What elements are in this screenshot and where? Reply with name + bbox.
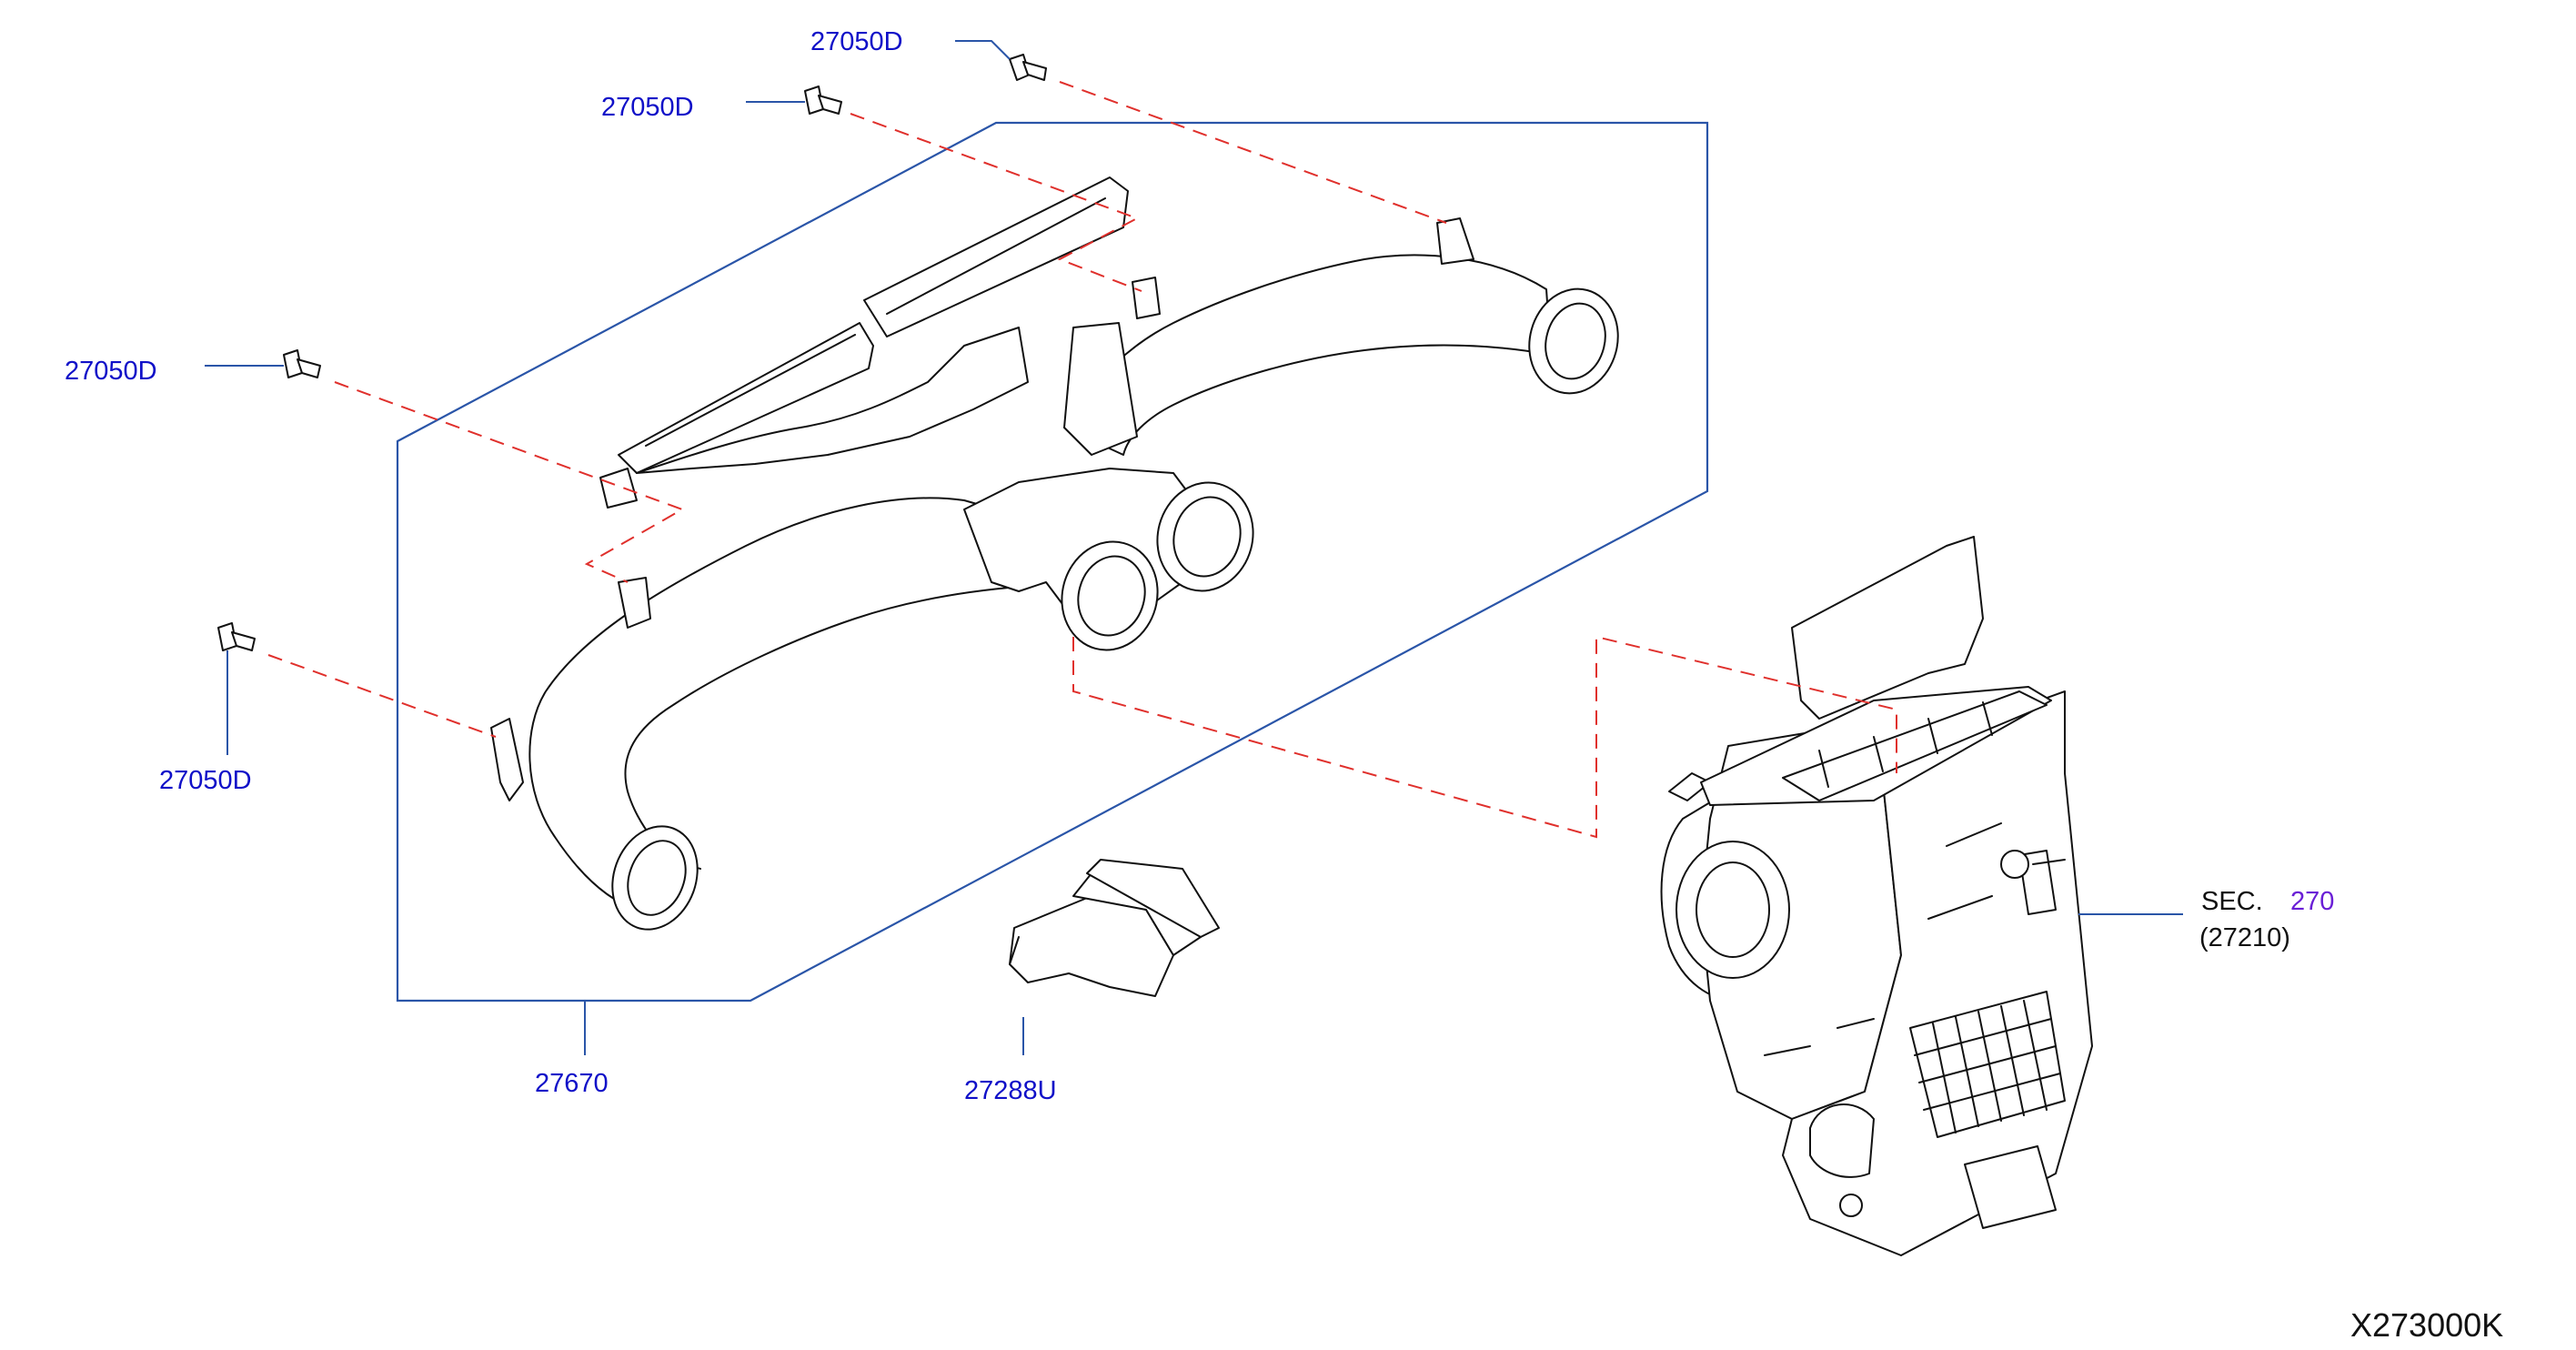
diagram-id: X273000K bbox=[2350, 1306, 2503, 1344]
phantom-line-heater-unit bbox=[1072, 635, 1897, 839]
phantom-line-screw-upper-left bbox=[850, 113, 1142, 292]
screw-top bbox=[1009, 54, 1047, 81]
callout-27288u[interactable]: 27288U bbox=[964, 1076, 1057, 1105]
screw-lower-left bbox=[217, 622, 256, 651]
heater-unit-section-link[interactable]: 270 bbox=[2290, 887, 2334, 916]
callout-27050d-left[interactable]: 27050D bbox=[65, 357, 157, 386]
callout-27050d-lower-left[interactable]: 27050D bbox=[159, 766, 252, 795]
callout-27670[interactable]: 27670 bbox=[535, 1069, 609, 1098]
heater-unit-ref-sub: (27210) bbox=[2199, 923, 2290, 952]
heater-unit-ref-prefix: SEC. bbox=[2201, 887, 2263, 916]
assembly-frame bbox=[396, 121, 1709, 1002]
screw-top-leader bbox=[955, 40, 1011, 60]
callout-27050d-upper-left[interactable]: 27050D bbox=[601, 93, 694, 122]
duct-connector bbox=[1009, 859, 1220, 997]
phantom-line-screw-lower-left bbox=[267, 654, 497, 738]
phantom-line-screw-left bbox=[334, 381, 685, 583]
heater-unit bbox=[1660, 536, 2093, 1256]
callout-27050d-top[interactable]: 27050D bbox=[810, 27, 903, 56]
phantom-line-screw-top bbox=[1059, 81, 1447, 224]
screw-left bbox=[283, 349, 321, 378]
ventilator-duct bbox=[490, 176, 1619, 931]
screw-upper-left bbox=[804, 86, 842, 115]
